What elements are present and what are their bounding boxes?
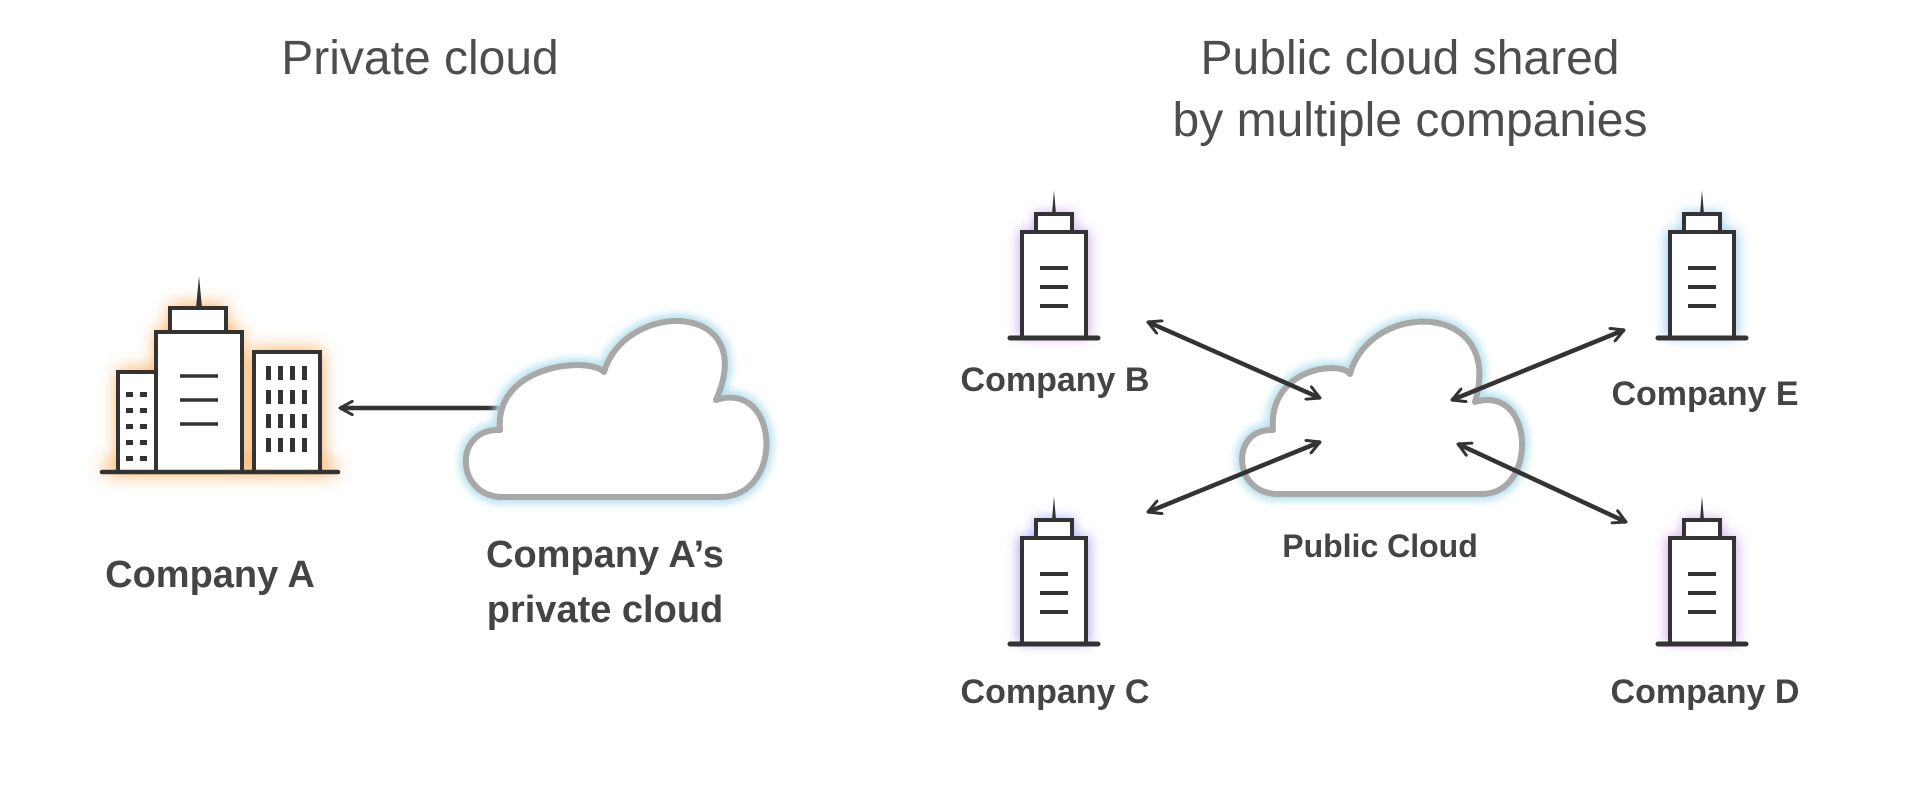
company-a-buildings-icon — [99, 276, 341, 475]
company-d-tower-icon — [1655, 496, 1749, 647]
company-a-label: Company A — [105, 554, 315, 596]
company-b-tower-icon — [1007, 190, 1101, 341]
private-cloud-title: Private cloud — [281, 32, 559, 85]
private-cloud-label-line2: private cloud — [486, 589, 724, 631]
arrow-company-d — [1458, 444, 1626, 522]
public-cloud-title: Public cloud shared by multiple companie… — [1090, 28, 1730, 152]
company-d-label: Company D — [1610, 673, 1800, 711]
public-cloud-title-line2: by multiple companies — [1172, 94, 1648, 147]
arrow-company-b — [1148, 322, 1320, 398]
company-e-tower-icon — [1655, 190, 1749, 341]
public-cloud-title-line1: Public cloud shared — [1200, 32, 1620, 85]
private-cloud-label: Company A’s private cloud — [460, 528, 750, 638]
arrow-company-e — [1452, 330, 1624, 400]
public-cloud-icon — [1235, 314, 1529, 501]
public-cloud-label: Public Cloud — [1282, 528, 1478, 564]
company-c-label: Company C — [960, 673, 1150, 711]
company-c-tower-icon — [1007, 496, 1101, 647]
arrow-company-c — [1148, 442, 1320, 512]
private-cloud-label-line1: Company A’s — [486, 534, 724, 576]
private-cloud-icon — [458, 314, 774, 504]
public-cloud-arrows — [1148, 322, 1626, 522]
company-e-label: Company E — [1611, 375, 1799, 413]
company-b-label: Company B — [960, 361, 1150, 399]
